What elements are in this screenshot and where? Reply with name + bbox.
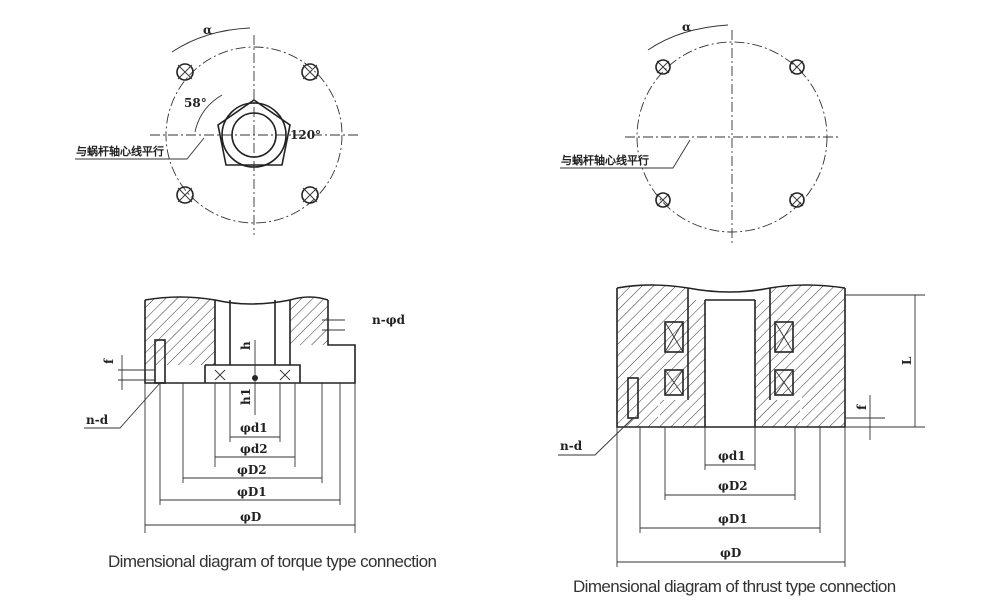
D2-label: φD2	[237, 463, 267, 477]
D1-label: φD1	[237, 485, 267, 499]
thrust-caption: Dimensional diagram of thrust type conne…	[573, 577, 896, 596]
D2-label: φD2	[718, 479, 748, 493]
n-d-label: n-d	[560, 439, 583, 453]
L-label: L	[900, 356, 914, 365]
D1-label: φD1	[718, 512, 748, 526]
alpha-label: α	[682, 20, 691, 34]
D-label: φD	[240, 510, 261, 524]
h-label: h	[239, 341, 253, 350]
d1-label: φd1	[718, 449, 746, 463]
angle-120-label: 120°	[290, 128, 321, 142]
h1-label: h1	[239, 388, 253, 405]
n-d-label: n-d	[86, 413, 109, 427]
bolt-holes	[655, 59, 805, 208]
thrust-top-view: α 与蜗杆轴心线平行	[560, 20, 840, 245]
d1-label: φd1	[240, 421, 268, 435]
f-label: f	[855, 404, 869, 410]
torque-top-view: α 58° 120° 与蜗杆轴心线平行	[75, 23, 358, 235]
bolt-holes	[176, 63, 319, 204]
parallel-note: 与蜗杆轴心线平行	[76, 144, 164, 158]
n-phi-d-label: n-φd	[372, 313, 406, 327]
parallel-note: 与蜗杆轴心线平行	[561, 153, 649, 167]
torque-caption: Dimensional diagram of torque type conne…	[108, 552, 436, 571]
thrust-section-view: L f n-d φd1 φD2 φD1 φD Dimensional diagr…	[558, 284, 925, 596]
f-label: f	[102, 358, 116, 364]
d2-label: φd2	[240, 442, 268, 456]
torque-dimensions: φd1 φd2 φD2 φD1 φD	[144, 383, 356, 533]
angle-58-label: 58°	[184, 96, 207, 110]
torque-section-view: n-φd f h h1 n-d φd1 φd2 φD2 φD1 φD Dimen…	[84, 296, 437, 571]
thrust-dimensions: φd1 φD2 φD1 φD	[616, 427, 846, 567]
D-label: φD	[720, 546, 741, 560]
alpha-label: α	[203, 23, 212, 37]
